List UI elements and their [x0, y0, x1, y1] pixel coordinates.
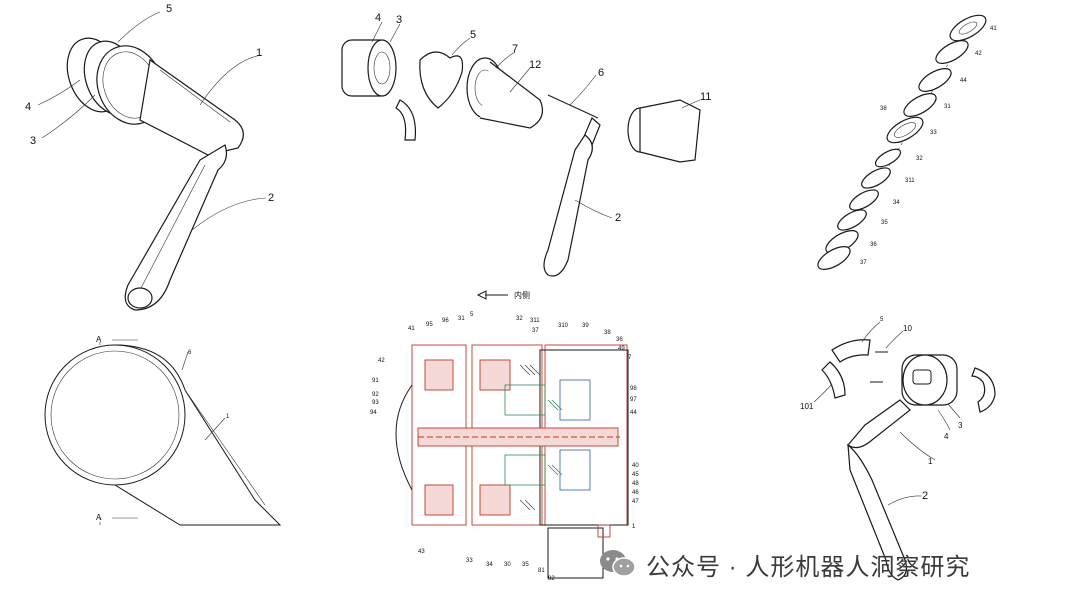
label-5: 5 — [166, 3, 172, 15]
label-45: 45 — [632, 472, 639, 478]
label-33: 33 — [466, 558, 473, 564]
label-95: 95 — [426, 322, 433, 328]
label-36: 36 — [616, 337, 623, 343]
label-1: 1 — [256, 47, 262, 59]
watermark-text: 公众号 · 人形机器人洞察研究 — [646, 553, 971, 581]
panel-arm-with-covers: 5 10 101 4 3 1 2 — [800, 317, 996, 581]
label-2: 2 — [615, 212, 621, 224]
label-5: 5 — [880, 317, 884, 323]
label-39: 39 — [582, 323, 589, 329]
label-38: 38 — [880, 106, 887, 112]
label-47: 47 — [632, 499, 639, 505]
label-4: 4 — [375, 12, 381, 24]
label-92: 92 — [372, 392, 379, 398]
panel-side-view: A A 6 1 — [44, 335, 282, 526]
label-31: 31 — [944, 104, 951, 110]
label-41: 41 — [408, 326, 415, 332]
watermark: 公众号 · 人形机器人洞察研究 — [598, 547, 970, 581]
label-32: 32 — [916, 156, 923, 162]
section-label-a-bottom: A — [96, 513, 102, 522]
label-48: 48 — [632, 481, 639, 487]
label-7: 7 — [628, 355, 632, 361]
label-35: 35 — [881, 220, 888, 226]
label-7: 7 — [512, 43, 518, 55]
label-1: 1 — [928, 457, 933, 466]
label-5: 5 — [470, 312, 474, 318]
label-96: 96 — [442, 318, 449, 324]
label-34: 34 — [893, 200, 900, 206]
label-30: 30 — [504, 562, 511, 568]
label-37: 37 — [532, 328, 539, 334]
label-38: 38 — [604, 330, 611, 336]
label-37: 37 — [860, 260, 867, 266]
label-33: 33 — [930, 130, 937, 136]
label-91: 91 — [372, 378, 379, 384]
label-40: 40 — [632, 463, 639, 469]
section-label-a-top: A — [96, 335, 102, 344]
label-12: 12 — [529, 59, 541, 71]
label-2: 2 — [268, 192, 274, 204]
label-43: 43 — [418, 549, 425, 555]
panel-exploded-arm: 4 3 5 7 12 6 11 2 — [341, 12, 711, 277]
label-311: 311 — [530, 318, 540, 324]
label-6: 6 — [188, 350, 192, 356]
label-94: 94 — [370, 410, 377, 416]
label-5: 5 — [470, 29, 476, 41]
wechat-icon — [600, 550, 636, 577]
label-4: 4 — [944, 432, 949, 441]
label-98: 98 — [630, 386, 637, 392]
label-311: 311 — [905, 178, 915, 184]
label-3: 3 — [958, 421, 963, 430]
label-34: 34 — [486, 562, 493, 568]
direction-label: 内侧 — [514, 290, 530, 300]
label-35: 35 — [522, 562, 529, 568]
panel-section-view: 内侧 41 95 96 31 5 32 311 37 310 — [370, 290, 639, 582]
label-3: 3 — [396, 14, 402, 26]
label-101: 101 — [800, 402, 814, 411]
label-42: 42 — [975, 51, 982, 57]
label-93: 93 — [372, 400, 379, 406]
label-97: 97 — [630, 397, 637, 403]
label-41: 41 — [990, 26, 997, 32]
label-1: 1 — [632, 524, 636, 530]
label-81: 81 — [538, 568, 545, 574]
label-49: 49 — [618, 346, 625, 352]
label-32: 32 — [516, 316, 523, 322]
label-10: 10 — [903, 324, 912, 333]
label-31: 31 — [458, 316, 465, 322]
label-44: 44 — [960, 78, 967, 84]
label-46: 46 — [632, 490, 639, 496]
panel-exploded-bearings: 41 42 44 31 33 32 311 34 35 36 37 38 — [817, 14, 997, 270]
label-310: 310 — [558, 323, 569, 329]
label-4: 4 — [25, 101, 31, 113]
label-3: 3 — [30, 135, 36, 147]
label-36: 36 — [870, 242, 877, 248]
label-2: 2 — [922, 490, 928, 502]
label-44: 44 — [630, 410, 637, 416]
label-11: 11 — [700, 91, 711, 103]
label-42: 42 — [378, 358, 385, 364]
panel-assembled-arm: 5 1 4 3 2 — [25, 3, 274, 311]
label-82: 82 — [548, 576, 555, 582]
label-6: 6 — [598, 67, 604, 79]
label-1: 1 — [226, 414, 230, 420]
